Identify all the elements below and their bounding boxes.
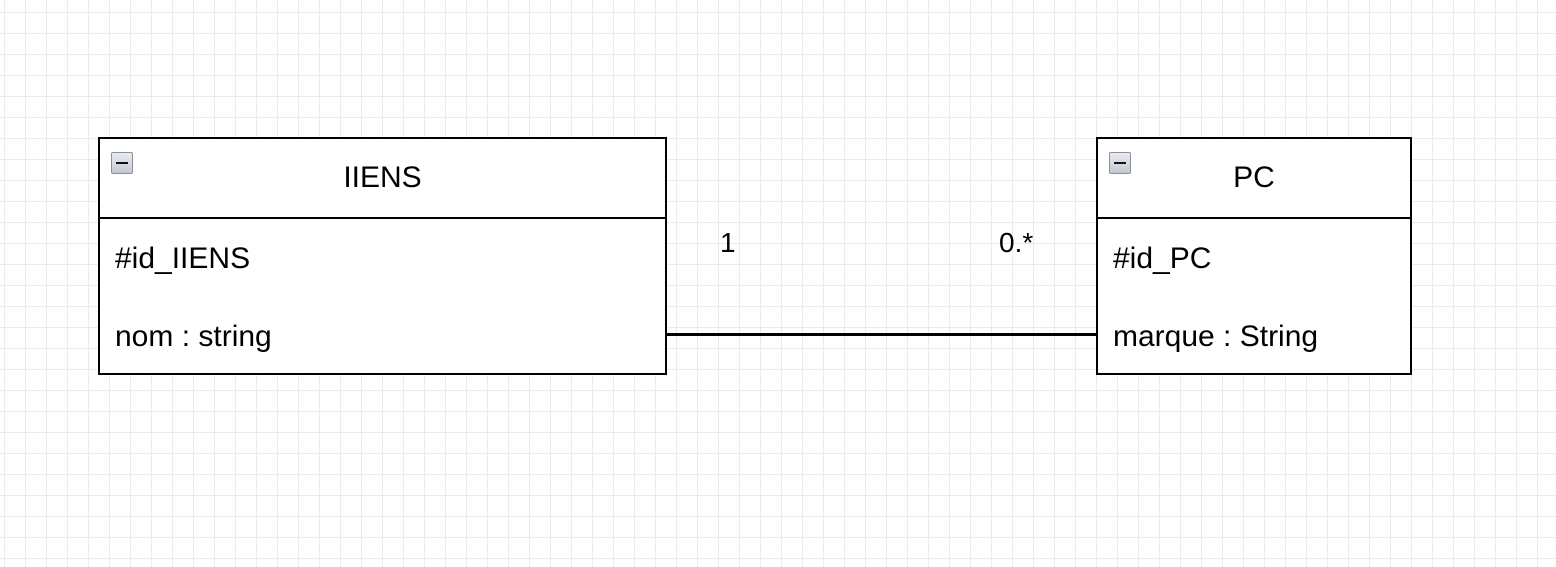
- attribute-id-pc[interactable]: #id_PC: [1113, 242, 1212, 275]
- class-iiens-name: IIENS: [343, 161, 422, 194]
- class-iiens[interactable]: IIENS #id_IIENS nom : string: [98, 137, 667, 375]
- collapse-icon[interactable]: [111, 152, 133, 174]
- multiplicity-pc[interactable]: 0.*: [999, 227, 1034, 258]
- collapse-icon[interactable]: [1109, 152, 1131, 174]
- class-iiens-attributes: #id_IIENS nom : string: [100, 219, 665, 375]
- class-pc[interactable]: PC #id_PC marque : String: [1096, 137, 1412, 375]
- multiplicity-iiens[interactable]: 1: [720, 227, 736, 258]
- class-pc-attributes: #id_PC marque : String: [1098, 219, 1410, 375]
- class-iiens-header[interactable]: IIENS: [100, 139, 665, 219]
- attribute-marque[interactable]: marque : String: [1113, 320, 1319, 353]
- class-pc-name: PC: [1233, 161, 1275, 194]
- attribute-nom[interactable]: nom : string: [115, 320, 272, 353]
- association-line[interactable]: [667, 333, 1096, 336]
- attribute-id-iiens[interactable]: #id_IIENS: [115, 242, 251, 275]
- class-pc-header[interactable]: PC: [1098, 139, 1410, 219]
